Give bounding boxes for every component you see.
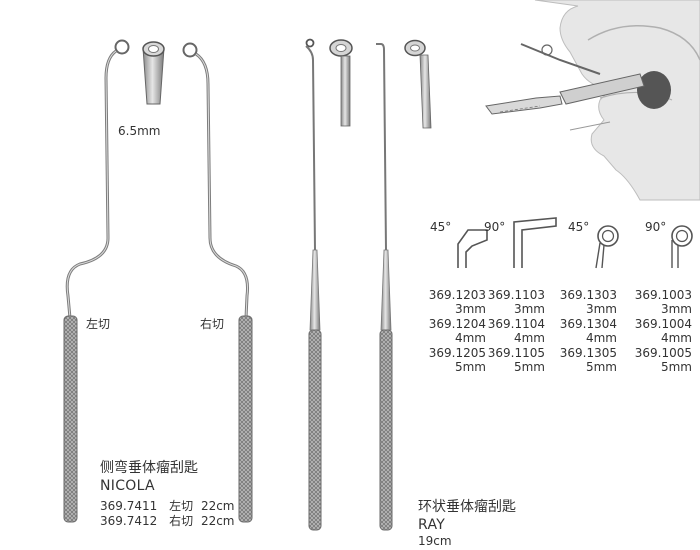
- nicola-title-cn: 侧弯垂体瘤刮匙: [100, 460, 198, 476]
- code-value: 369.1104: [487, 316, 545, 331]
- catalog-code: 369.7411: [100, 499, 158, 513]
- ray-tip-detail-90: [404, 39, 432, 129]
- code-value: 369.1204: [428, 316, 486, 331]
- code-value: 369.1304: [559, 316, 617, 331]
- code-value: 369.1003: [634, 288, 692, 302]
- code-value: 369.1203: [428, 288, 486, 302]
- code-column: 369.1203 3mm 369.1204 4mm 369.1205 5mm: [414, 288, 486, 374]
- angle-label: 45°: [568, 220, 590, 234]
- ray-curette-90: [376, 43, 393, 531]
- catalog-length: 22cm: [200, 499, 235, 513]
- nicola-right-curette: [182, 42, 253, 523]
- code-column: 369.1103 3mm 369.1104 4mm 369.1105 5mm: [473, 288, 545, 374]
- catalog-length: 22cm: [200, 514, 235, 528]
- tip-variant-90-cut: [513, 217, 557, 268]
- catalog-code: 369.7412: [100, 514, 158, 528]
- size-value: 3mm: [660, 302, 692, 317]
- catalog-side: 左切: [169, 499, 194, 513]
- size-value: 4mm: [513, 331, 545, 346]
- size-value: 3mm: [585, 302, 617, 317]
- size-value: 4mm: [585, 331, 617, 346]
- code-value: 369.1205: [428, 345, 486, 360]
- size-value: 4mm: [454, 331, 486, 346]
- nicola-tip-size: 6.5mm: [118, 124, 161, 138]
- ray-title-cn: 环状垂体瘤刮匙: [418, 499, 516, 515]
- code-column: 369.1003 3mm 369.1004 4mm 369.1005 5mm: [620, 288, 692, 374]
- code-value: 369.1105: [487, 345, 545, 360]
- code-value: 369.1005: [634, 345, 692, 360]
- angle-label: 45°: [430, 220, 452, 234]
- size-value: 5mm: [585, 360, 617, 375]
- size-value: 3mm: [513, 302, 545, 317]
- nicola-title-en: NICOLA: [100, 478, 155, 494]
- nicola-right-label: 右切: [200, 317, 225, 331]
- ray-title-en: RAY: [418, 517, 446, 533]
- nicola-left-curette: [63, 39, 130, 523]
- nicola-catalog-row: 369.7411 左切 22cm: [100, 500, 235, 512]
- nicola-tip-detail: [142, 41, 165, 105]
- ray-curette-45: [305, 38, 322, 531]
- size-value: 5mm: [454, 360, 486, 375]
- code-column: 369.1303 3mm 369.1304 4mm 369.1305 5mm: [545, 288, 617, 374]
- code-value: 369.1305: [559, 345, 617, 360]
- code-value: 369.1303: [559, 288, 617, 302]
- ray-tip-detail-45: [329, 39, 353, 127]
- angle-label: 90°: [645, 220, 667, 234]
- tip-variant-45-cut: [457, 229, 488, 268]
- size-value: 4mm: [660, 331, 692, 346]
- size-value: 3mm: [454, 302, 486, 317]
- tip-variant-45-ring: [595, 225, 619, 269]
- size-value: 5mm: [513, 360, 545, 375]
- tip-variant-90-ring: [671, 225, 693, 268]
- size-value: 5mm: [660, 360, 692, 375]
- catalog-side: 右切: [169, 514, 194, 528]
- nicola-catalog-row: 369.7412 右切 22cm: [100, 515, 235, 527]
- nicola-left-label: 左切: [86, 317, 111, 331]
- angle-label: 90°: [484, 220, 506, 234]
- code-value: 369.1103: [487, 288, 545, 302]
- ray-length: 19cm: [418, 534, 452, 548]
- code-value: 369.1004: [634, 316, 692, 331]
- anatomy-sketch: [485, 0, 700, 201]
